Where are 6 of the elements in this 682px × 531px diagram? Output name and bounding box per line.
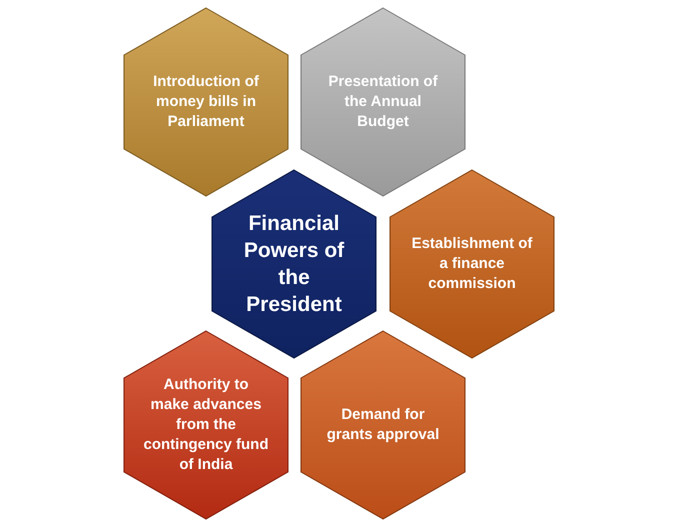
central-title: Financial Powers of the President (242, 211, 346, 318)
hexagon-label: Introduction of money bills in Parliament (152, 72, 260, 132)
hexagon-label: Authority to make advances from the contingency fund of India (143, 375, 269, 475)
hexagon-label: Demand for grants approval (326, 405, 440, 445)
hexagon-label: Presentation of the Annual Budget (327, 72, 439, 132)
hexagon-label: Establishment of a finance commission (410, 234, 534, 294)
